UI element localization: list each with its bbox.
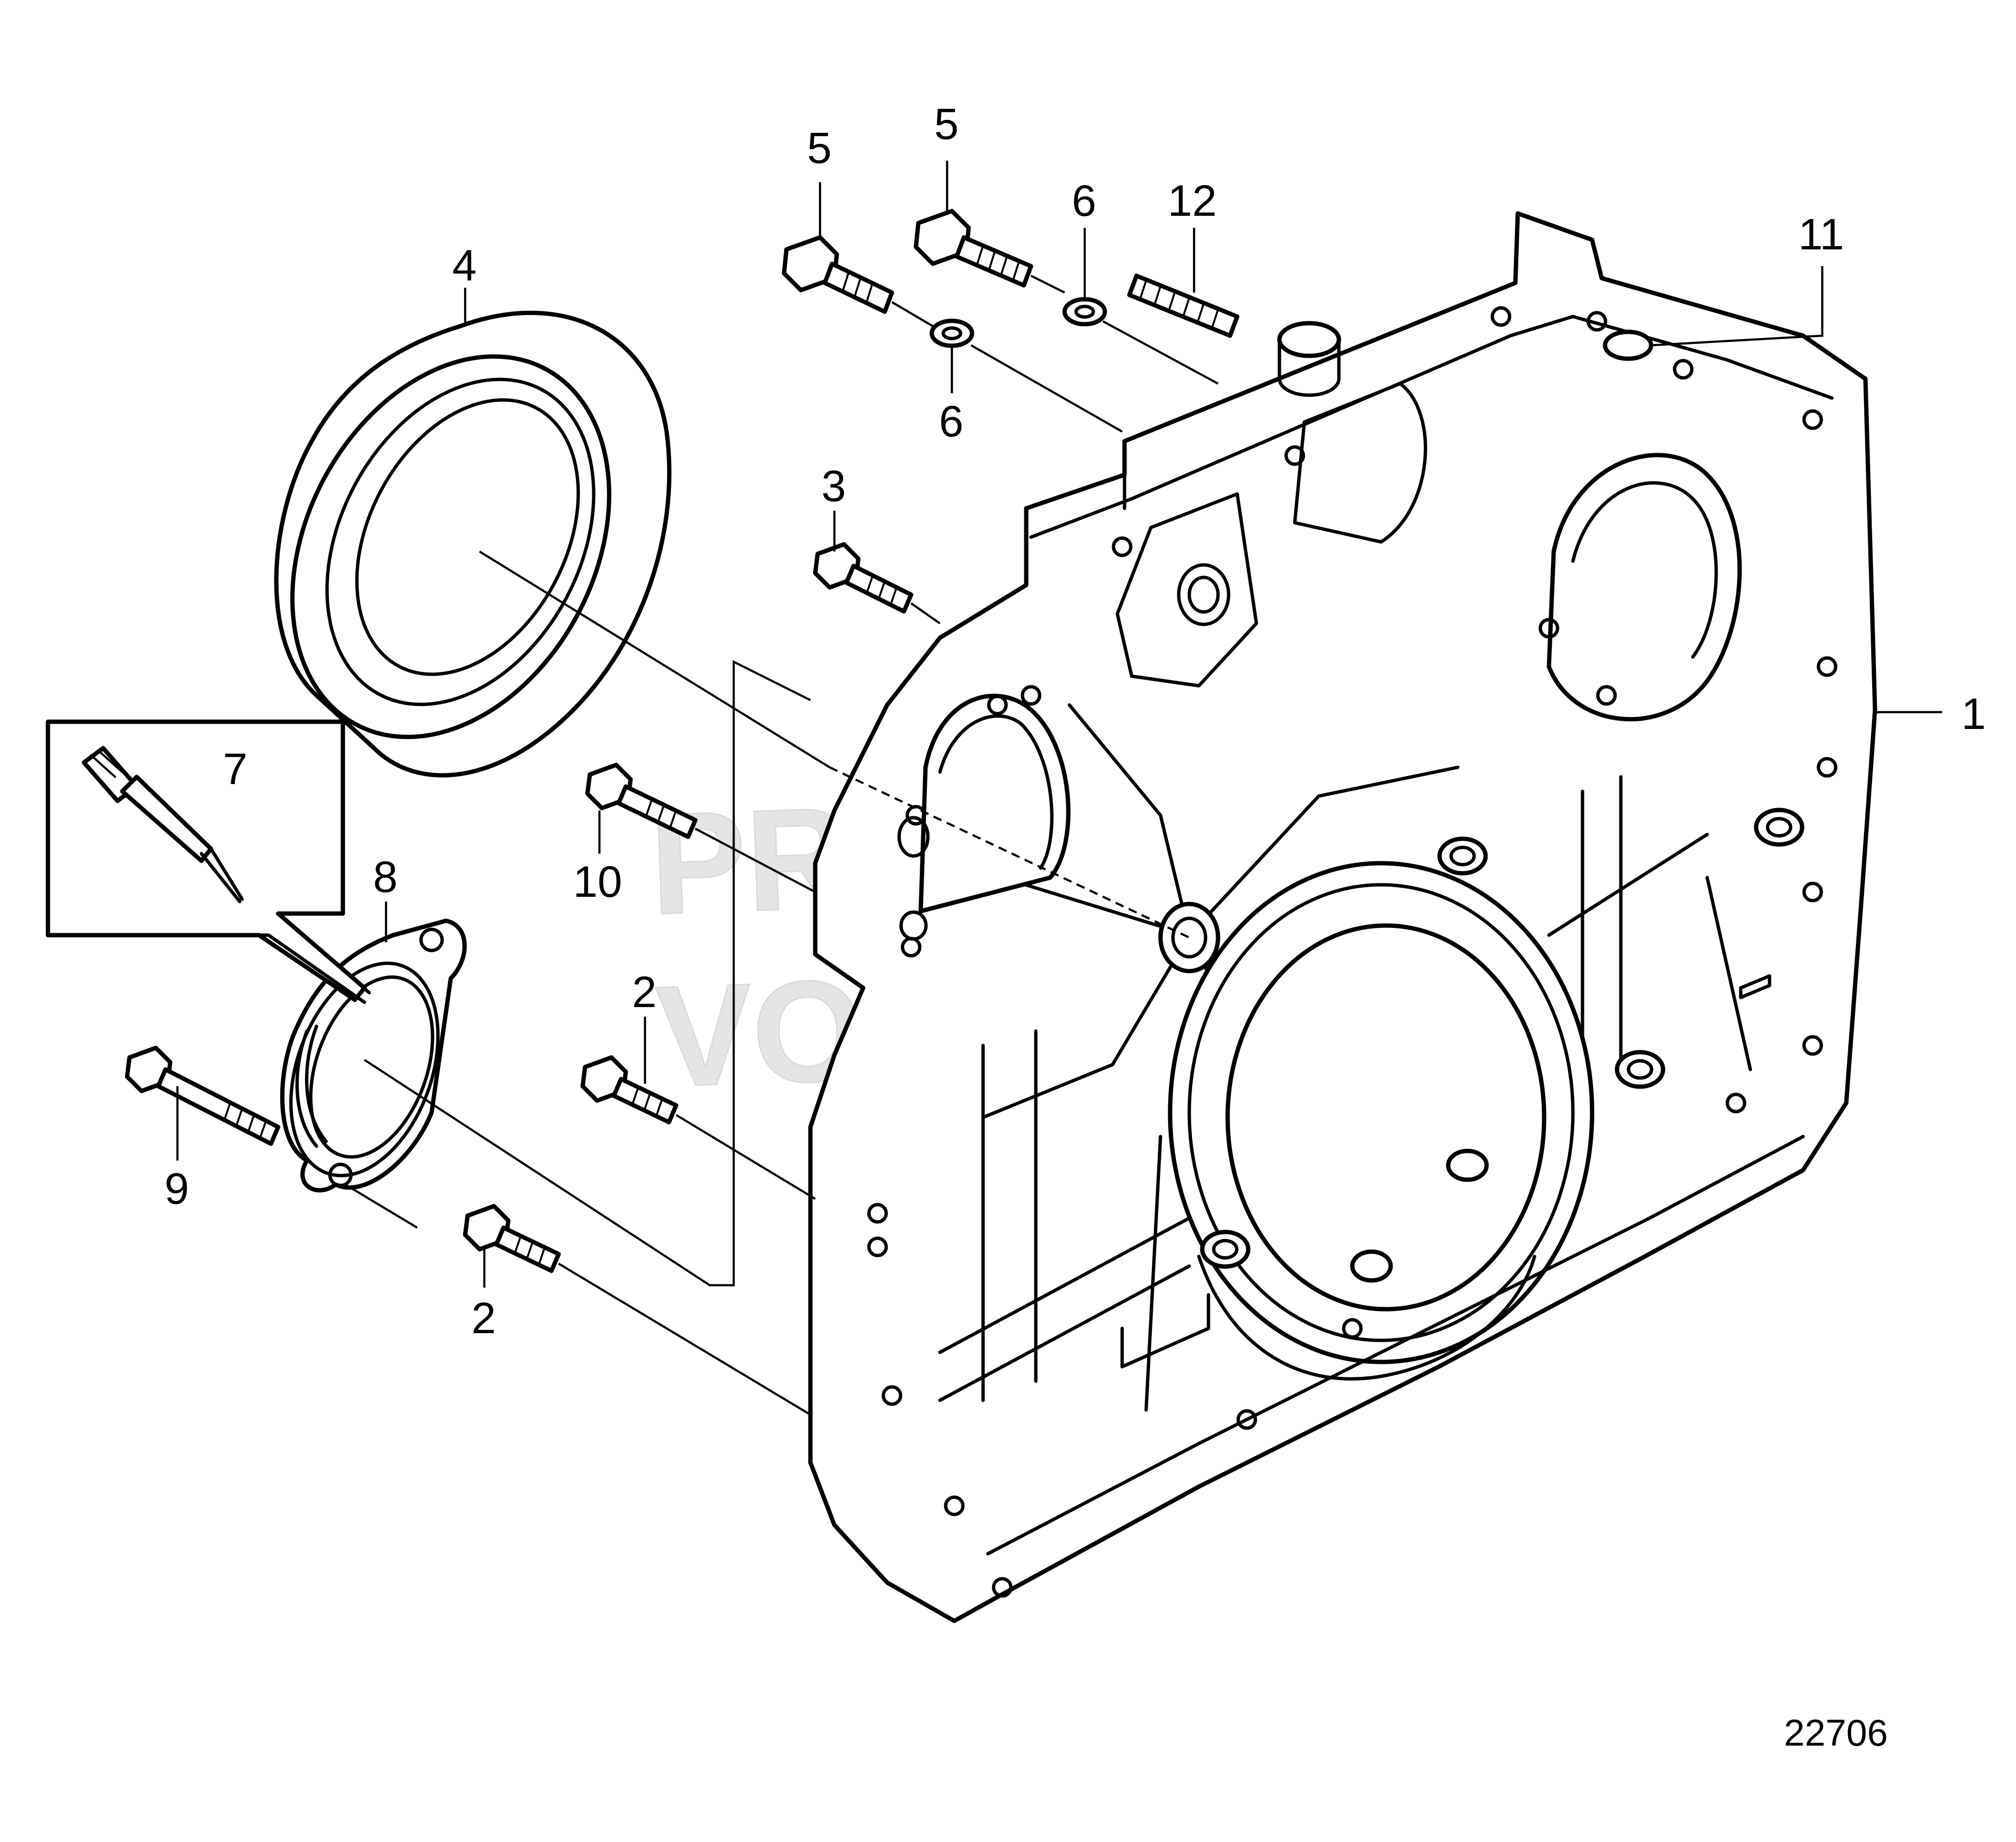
bolt-2-upper xyxy=(580,1055,679,1125)
callout-6-upper: 6 xyxy=(1072,176,1096,225)
bolt-10 xyxy=(585,763,698,839)
callout-2-upper: 2 xyxy=(632,968,656,1017)
stud xyxy=(1127,273,1240,338)
callout-numbers: 1 2 2 3 4 5 5 6 6 7 8 9 10 11 12 xyxy=(164,100,1986,1343)
bolt-2-lower xyxy=(463,1204,561,1273)
callout-9: 9 xyxy=(164,1164,189,1213)
sealant-syringe-icon xyxy=(82,746,244,903)
plug xyxy=(1603,329,1653,361)
flange-bolt-upper xyxy=(914,209,1033,288)
callout-1: 1 xyxy=(1961,690,1986,739)
bolt-3 xyxy=(813,542,914,614)
washer-upper xyxy=(1062,297,1107,327)
callout-8: 8 xyxy=(373,853,398,902)
leader-lines xyxy=(176,161,1942,1416)
callout-3: 3 xyxy=(821,462,846,511)
crankshaft-seal xyxy=(274,310,672,778)
callout-12: 12 xyxy=(1168,176,1217,225)
sealant-box xyxy=(46,719,371,1004)
diagram-reference-number: 22706 xyxy=(1784,1712,1888,1754)
callout-4: 4 xyxy=(452,241,477,290)
flange-bolt-left xyxy=(782,235,894,314)
callout-6-lower: 6 xyxy=(939,397,963,446)
callout-11: 11 xyxy=(1798,210,1844,259)
bolt-9 xyxy=(125,1045,281,1146)
casing-bolt-holes xyxy=(867,306,1838,1598)
timing-gear-casing xyxy=(808,211,1877,1623)
callout-2-lower: 2 xyxy=(471,1294,496,1343)
callout-10: 10 xyxy=(573,857,622,906)
seal-housing xyxy=(280,918,467,1193)
callout-7: 7 xyxy=(223,745,247,794)
callout-5-left: 5 xyxy=(807,124,832,173)
washer-left xyxy=(929,318,974,348)
callout-5-upper: 5 xyxy=(934,100,959,149)
